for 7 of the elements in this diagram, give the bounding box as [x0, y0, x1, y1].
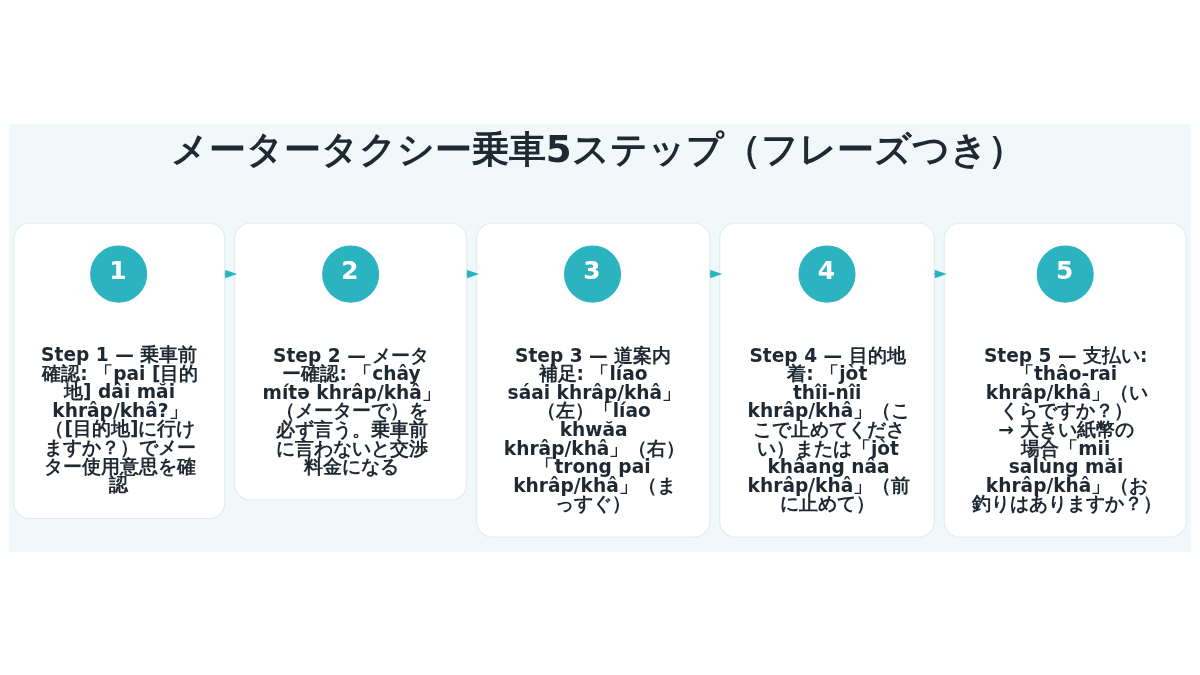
arrow [933, 269, 947, 278]
diagram-title: メータータクシー乗車5ステップ（フレーズつき） [170, 126, 1025, 171]
node-circle: 4 [798, 245, 856, 303]
node-circle: 1 [90, 245, 148, 303]
node-circle: 5 [1036, 245, 1094, 303]
node-circle: 3 [564, 245, 622, 303]
node-circle: 2 [322, 245, 380, 303]
